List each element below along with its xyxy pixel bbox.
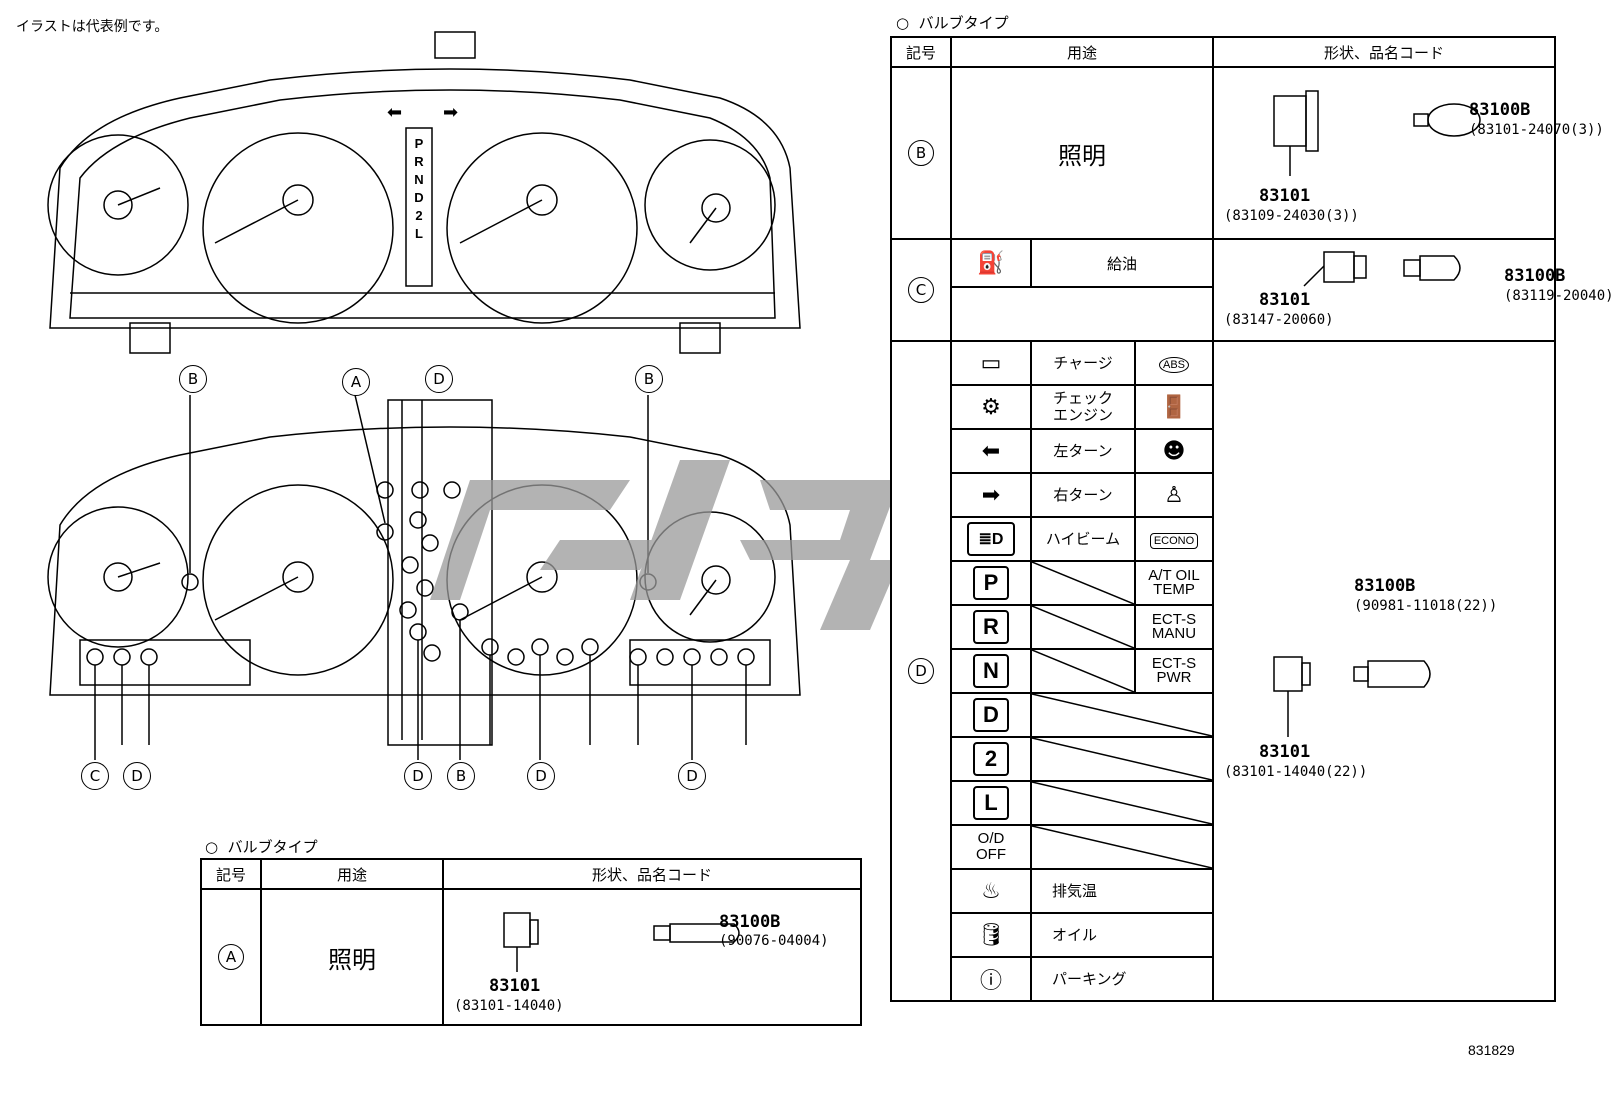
ect-s-manu-label: ECT-S MANU — [1134, 604, 1214, 650]
row-b-bulb-code: (83101-24070(3)) — [1469, 122, 1604, 138]
door-open-icon: 🚪 — [1160, 394, 1188, 420]
callout-a: A — [342, 368, 370, 396]
od-off-label: O/D OFF — [950, 824, 1032, 870]
table-a-bulb-code: (90076-04004) — [719, 933, 829, 949]
check-engine-icon: ⚙ — [981, 394, 1001, 420]
exhaust-temp-icon: ♨ — [981, 878, 1001, 904]
table-a-row-use: 照明 — [260, 888, 444, 1026]
table-b-header-shape: 形状、品名コード — [1212, 36, 1556, 68]
table-a-socket-code: (83101-14040) — [454, 998, 564, 1014]
table-a-socket-part: 83101 — [489, 976, 541, 996]
row-d-label-charge: チャージ — [1030, 340, 1136, 386]
row-c-bulb-code: (83119-20040) — [1504, 288, 1614, 304]
bulb-socket-c-icon — [1303, 251, 1461, 287]
row-c-shape: 83101 (83147-20060) 83100B (83119-20040) — [1212, 238, 1614, 342]
shift-2: 2 — [415, 208, 422, 223]
table-b-header-use: 用途 — [950, 36, 1214, 68]
row-b-bulb-part: 83100B — [1469, 100, 1531, 120]
shift-p-icon: P — [973, 566, 1009, 600]
row-b-socket-code: (83109-24030(3)) — [1224, 208, 1359, 224]
row-b-symbol: B — [908, 140, 934, 166]
abs-icon: ABS — [1158, 356, 1189, 373]
bulb-socket-a-icon — [503, 912, 740, 972]
row-d-symbol: D — [908, 658, 934, 684]
table-a-row-symbol: A — [218, 944, 244, 970]
row-d-label-oil: オイル — [1030, 912, 1214, 958]
table-a-header-shape: 形状、品名コード — [442, 858, 862, 890]
left-arrow-icon: ⬅ — [981, 438, 1001, 464]
circle-marker-icon: ○ — [896, 14, 910, 32]
seatbelt-icon: ♙ — [1164, 482, 1184, 508]
shift-l-icon: L — [973, 786, 1009, 820]
table-a-row-shape: 83101 (83101-14040) 83100B (90076-04004) — [442, 888, 862, 1026]
row-d-label-right-turn: 右ターン — [1030, 472, 1136, 518]
table-a-bulb-part: 83100B — [719, 912, 781, 932]
oil-can-icon: 🛢 — [977, 922, 1005, 948]
row-d-socket-part: 83101 — [1259, 742, 1311, 762]
shift-r-icon: R — [973, 610, 1009, 644]
row-d-label-parking: パーキング — [1030, 956, 1214, 1002]
figure-id: 831829 — [1468, 1042, 1515, 1058]
cluster-back-view — [47, 394, 801, 760]
row-c-socket-part: 83101 — [1259, 290, 1311, 310]
table-a-title: ○ バルブタイプ — [205, 838, 318, 856]
table-a-header-use: 用途 — [260, 858, 444, 890]
left-turn-indicator-icon: ⬅ — [387, 102, 402, 123]
at-oil-temp-label: A/T OIL TEMP — [1134, 560, 1214, 606]
right-turn-indicator-icon: ➡ — [443, 102, 458, 123]
shift-indicator: P R N D 2 L — [414, 136, 424, 241]
illustration-note: イラストは代表例です。 — [16, 19, 169, 35]
battery-icon: ▭ — [980, 350, 1002, 376]
row-d-socket-code: (83101-14040(22)) — [1224, 764, 1368, 780]
row-b-shape: 83101 (83109-24030(3)) 83100B (83101-240… — [1212, 66, 1604, 240]
callout-b-bottom: B — [447, 762, 475, 790]
shift-p: P — [415, 136, 424, 151]
fuel-pump-icon: ⛽ — [977, 250, 1005, 276]
shift-l: L — [415, 226, 423, 241]
airbag-icon: ☻ — [1162, 438, 1186, 464]
shift-d: D — [414, 190, 423, 205]
shift-n-icon: N — [973, 654, 1009, 688]
row-d-bulb-code: (90981-11018(22)) — [1354, 598, 1498, 614]
row-c-bulb-part: 83100B — [1504, 266, 1566, 286]
callout-b-left: B — [179, 365, 207, 393]
row-b-socket-part: 83101 — [1259, 186, 1311, 206]
callout-d-center: D — [404, 762, 432, 790]
shift-d-icon: D — [973, 698, 1009, 732]
table-a-header-symbol: 記号 — [200, 858, 262, 890]
shift-2-icon: 2 — [973, 742, 1009, 776]
right-arrow-icon: ➡ — [981, 482, 1001, 508]
econo-icon: ECONO — [1149, 532, 1199, 549]
ect-s-pwr-label: ECT-S PWR — [1134, 648, 1214, 694]
table-b-title: ○ バルブタイプ — [896, 14, 1009, 32]
high-beam-icon: ≣D — [967, 522, 1015, 556]
row-c-symbol: C — [908, 277, 934, 303]
row-c-socket-code: (83147-20060) — [1224, 312, 1334, 328]
row-d-label-exhaust-temp: 排気温 — [1030, 868, 1214, 914]
row-c-use: 給油 — [1030, 238, 1214, 288]
callout-c: C — [81, 762, 109, 790]
row-d-label-left-turn: 左ターン — [1030, 428, 1136, 474]
shift-r: R — [414, 154, 424, 169]
shift-n: N — [414, 172, 423, 187]
callout-d-top: D — [425, 365, 453, 393]
callout-d-left: D — [123, 762, 151, 790]
row-d-bulb-part: 83100B — [1354, 576, 1416, 596]
row-d-label-high-beam: ハイビーム — [1030, 516, 1136, 562]
cluster-front-view: P R N D 2 L ⬅ ➡ — [47, 31, 801, 354]
callout-b-right: B — [635, 365, 663, 393]
bulb-socket-b-icon — [1273, 90, 1481, 176]
parking-brake-icon: ⓘ — [979, 969, 1002, 994]
table-b-header-symbol: 記号 — [890, 36, 952, 68]
row-d-label-check-engine: チェック エンジン — [1030, 384, 1136, 430]
table-b: 記号 用途 形状、品名コード B 照明 83101 (83109-24030(3… — [890, 36, 1614, 1002]
callout-d-right: D — [678, 762, 706, 790]
callout-d-bottom: D — [527, 762, 555, 790]
circle-marker-icon: ○ — [205, 838, 219, 856]
row-d-shape: 83101 (83101-14040(22)) 83100B (90981-11… — [1213, 340, 1556, 1002]
table-a: 記号 用途 形状、品名コード A 照明 83101 (83101-14040) … — [200, 858, 862, 1026]
row-b-use: 照明 — [950, 66, 1214, 240]
bulb-socket-d-icon — [1273, 656, 1431, 737]
